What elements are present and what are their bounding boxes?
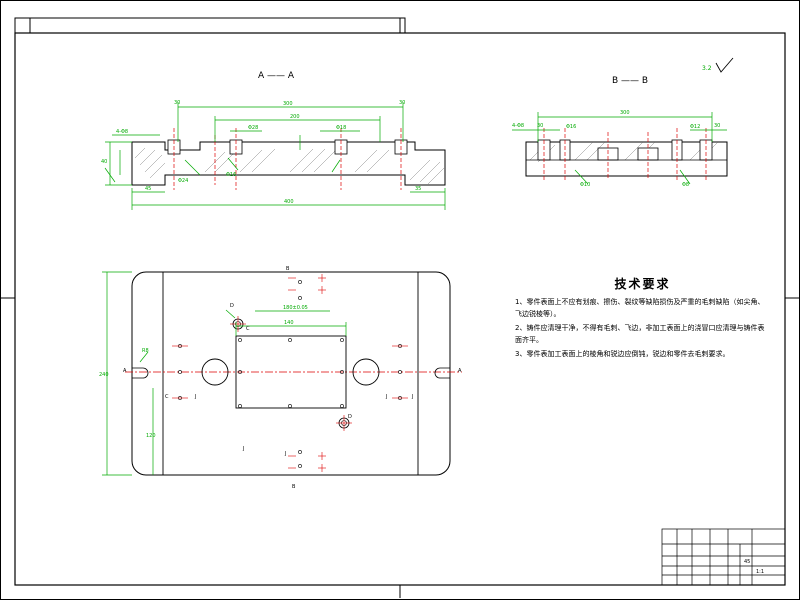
svg-text:30: 30 bbox=[399, 100, 405, 106]
svg-text:4-Φ8: 4-Φ8 bbox=[116, 129, 128, 135]
svg-text:B: B bbox=[286, 266, 290, 272]
svg-text:A: A bbox=[123, 368, 127, 374]
svg-text:4-Φ8: 4-Φ8 bbox=[512, 123, 524, 129]
section-b-title: B —— B bbox=[612, 76, 648, 86]
svg-text:Φ10: Φ10 bbox=[580, 182, 590, 188]
section-b-view: 300 4-Φ8 30 30 Φ16 Φ12 Φ10 Φ8 bbox=[512, 110, 728, 188]
orientation-box bbox=[14, 17, 406, 34]
svg-text:C: C bbox=[246, 326, 250, 332]
svg-text:J: J bbox=[385, 394, 387, 400]
svg-text:200: 200 bbox=[290, 114, 300, 120]
svg-text:30: 30 bbox=[174, 100, 180, 106]
tech-notes: 技术要求 1、零件表面上不应有划痕、擦伤、裂纹等缺陷损伤及严重的毛刺缺陷（如尖角… bbox=[515, 278, 770, 362]
plan-view: 240 120 140 180±0.05 R8 B B A A D C J J C J J… bbox=[99, 266, 462, 490]
svg-text:180±0.05: 180±0.05 bbox=[283, 305, 308, 311]
section-a-view: 300 200 Φ28 Φ18 400 45 35 40 4-Φ8 30 30 … bbox=[101, 100, 446, 210]
svg-text:Φ8: Φ8 bbox=[682, 182, 689, 188]
title-block-scale: 1:1 bbox=[756, 569, 764, 575]
title-block bbox=[661, 528, 786, 586]
svg-text:40: 40 bbox=[101, 159, 107, 165]
svg-text:300: 300 bbox=[620, 110, 630, 116]
svg-text:240: 240 bbox=[99, 372, 109, 378]
tech-note-3: 3、零件表加工表面上的棱角和锐边应倒钝，锐边和零件去毛刺要求。 bbox=[515, 350, 730, 358]
svg-text:R8: R8 bbox=[142, 348, 149, 354]
svg-text:30: 30 bbox=[714, 123, 720, 129]
svg-text:J: J bbox=[284, 451, 286, 457]
tech-note-1: 1、零件表面上不应有划痕、擦伤、裂纹等缺陷损伤及严重的毛刺缺陷（如尖角、飞边锐棱… bbox=[515, 298, 765, 318]
svg-text:A: A bbox=[458, 368, 462, 374]
svg-text:300: 300 bbox=[283, 101, 293, 107]
svg-text:D: D bbox=[348, 414, 352, 420]
svg-text:30: 30 bbox=[537, 123, 543, 129]
section-a-title: A —— A bbox=[258, 71, 295, 81]
svg-text:C: C bbox=[165, 394, 169, 400]
title-block-material: 45 bbox=[744, 559, 750, 565]
svg-text:D: D bbox=[230, 303, 234, 309]
svg-text:120: 120 bbox=[146, 433, 156, 439]
svg-text:140: 140 bbox=[284, 320, 294, 326]
svg-text:J: J bbox=[411, 394, 413, 400]
svg-text:J: J bbox=[194, 394, 196, 400]
roughness-symbol: 3.2 bbox=[702, 57, 734, 73]
centering-marks bbox=[0, 18, 800, 598]
svg-text:J: J bbox=[242, 446, 244, 452]
svg-text:Φ12: Φ12 bbox=[690, 124, 700, 130]
svg-text:400: 400 bbox=[284, 199, 294, 205]
svg-text:35: 35 bbox=[415, 186, 421, 192]
roughness-value: 3.2 bbox=[702, 65, 712, 72]
svg-text:B: B bbox=[292, 484, 296, 490]
tech-notes-title: 技术要求 bbox=[614, 277, 671, 291]
svg-text:Φ24: Φ24 bbox=[178, 178, 188, 184]
svg-text:Φ16: Φ16 bbox=[226, 172, 236, 178]
svg-text:Φ28: Φ28 bbox=[248, 125, 258, 131]
tech-note-2: 2、铸件应清理干净，不得有毛刺、飞边，非加工表面上的浇冒口应清理与铸件表面齐平。 bbox=[515, 324, 765, 344]
svg-text:Φ16: Φ16 bbox=[566, 124, 576, 130]
svg-text:45: 45 bbox=[145, 186, 151, 192]
svg-text:Φ18: Φ18 bbox=[336, 125, 346, 131]
